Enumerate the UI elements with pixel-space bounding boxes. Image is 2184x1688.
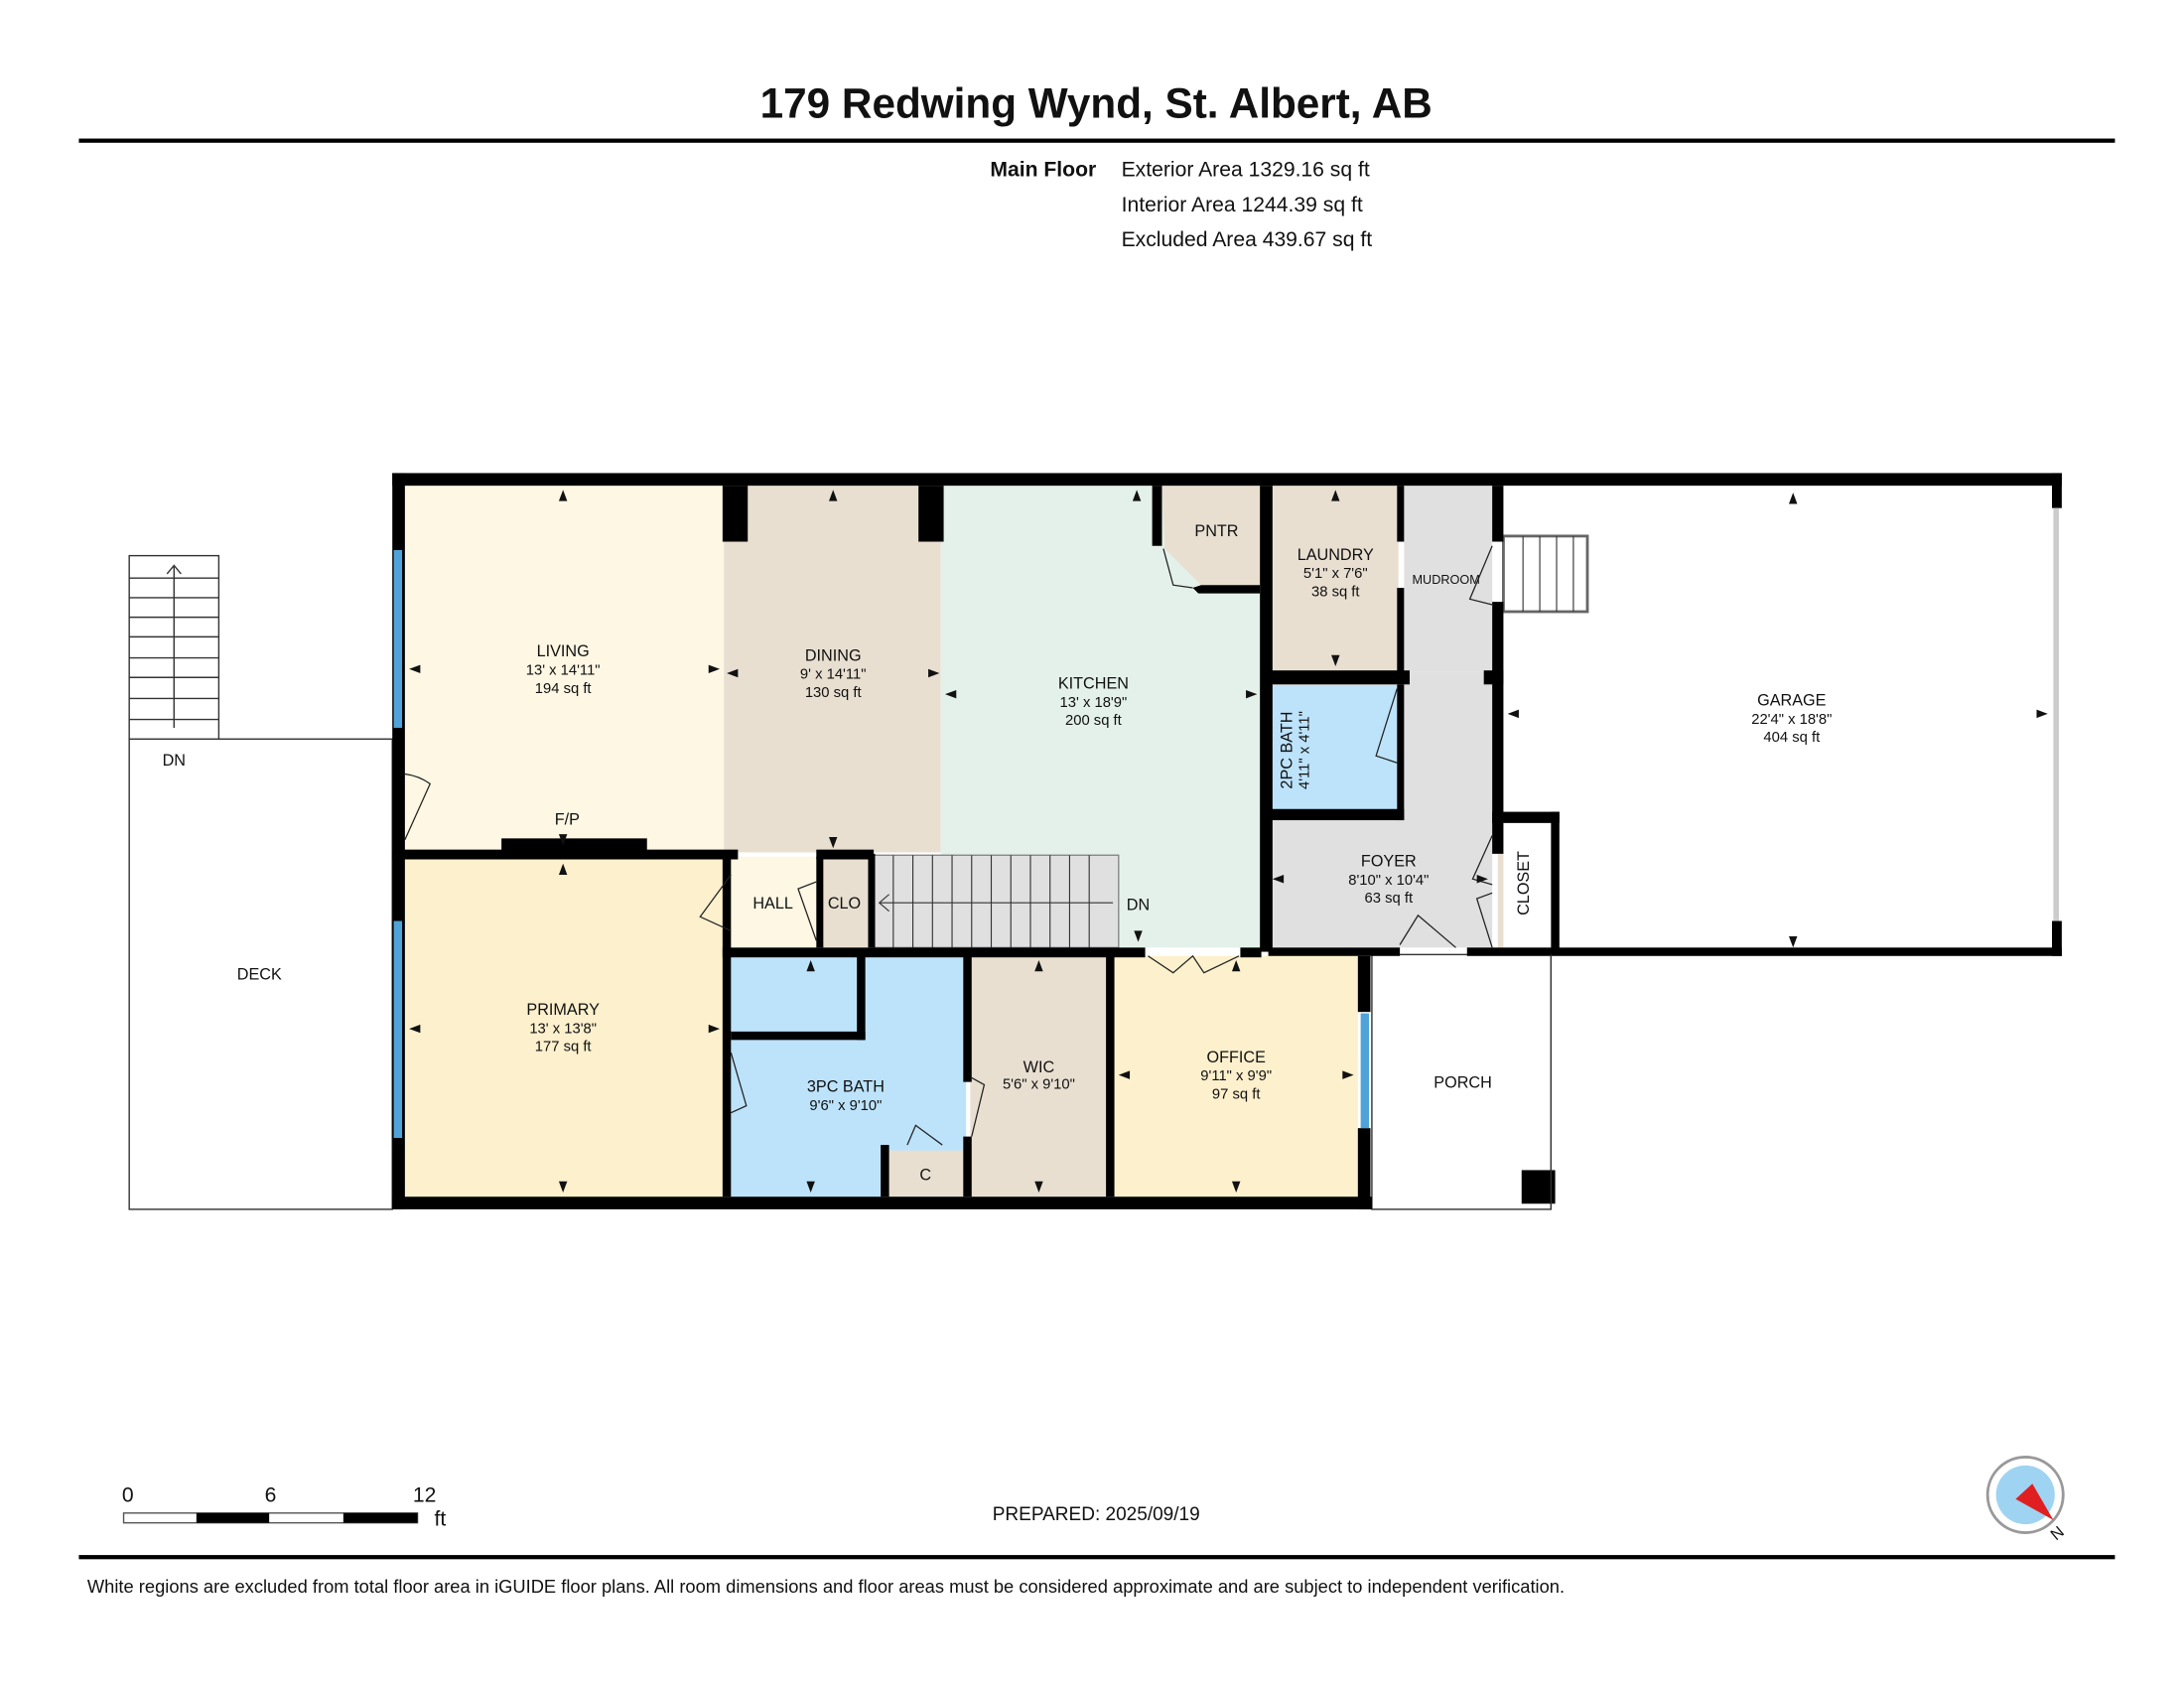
main-stairs bbox=[873, 854, 1120, 949]
scale-bar: 0 6 12 ft bbox=[122, 1484, 446, 1531]
room-area: 194 sq ft bbox=[535, 681, 592, 697]
room-name: OFFICE bbox=[1206, 1049, 1266, 1066]
primary-bedroom bbox=[404, 859, 725, 1197]
room-name: CLO bbox=[828, 895, 861, 913]
room-name: PORCH bbox=[1433, 1073, 1492, 1091]
deck-stairs-down-label: DN bbox=[163, 752, 186, 770]
laundry bbox=[1272, 486, 1399, 672]
mudroom bbox=[1404, 486, 1493, 672]
scale-unit: ft bbox=[434, 1507, 446, 1530]
walk-in-closet bbox=[970, 955, 1107, 1197]
room-name: 3PC BATH bbox=[807, 1078, 885, 1096]
compass-north-label: N bbox=[2047, 1523, 2068, 1544]
living-room bbox=[404, 486, 725, 853]
room-dims: 13' x 14'11" bbox=[526, 662, 601, 678]
footer-rule bbox=[78, 1555, 2116, 1560]
dimension-arrows bbox=[409, 490, 2048, 1193]
door-2pc-bath bbox=[1375, 688, 1398, 764]
room-area: 130 sq ft bbox=[805, 685, 862, 701]
room-name: PNTR bbox=[1194, 522, 1238, 540]
walls bbox=[392, 473, 2062, 1209]
room-name: FOYER bbox=[1361, 853, 1417, 871]
room-area: 177 sq ft bbox=[535, 1040, 592, 1055]
room-dims: 13' x 13'8" bbox=[529, 1021, 597, 1037]
room-dims: 22'4" x 18'8" bbox=[1751, 712, 1832, 728]
fireplace-label: F/P bbox=[555, 810, 580, 828]
porch bbox=[1371, 953, 1553, 1210]
room-labels: LIVING 13' x 14'11" 194 sq ft DINING 9' … bbox=[163, 522, 1833, 1184]
room-name: MUDROOM bbox=[1412, 573, 1479, 587]
2pc-bath bbox=[1272, 685, 1398, 812]
bath-closet bbox=[887, 1150, 967, 1197]
window-living bbox=[393, 549, 403, 729]
room-dims: 13' x 18'9" bbox=[1060, 695, 1128, 711]
scale-tick: 0 bbox=[122, 1484, 134, 1507]
header-rule bbox=[78, 138, 2116, 143]
window-primary bbox=[393, 920, 403, 1139]
room-dims: 5'1" x 7'6" bbox=[1303, 566, 1368, 582]
page-title: 179 Redwing Wynd, St. Albert, AB bbox=[760, 79, 1433, 126]
pantry bbox=[1161, 486, 1261, 589]
room-name: LIVING bbox=[537, 642, 590, 660]
compass-icon: N bbox=[1985, 1456, 2068, 1544]
hall-closet bbox=[823, 856, 869, 948]
room-dims: 5'6" x 9'10" bbox=[1003, 1077, 1075, 1093]
door-bath-closet bbox=[906, 1124, 943, 1146]
deck bbox=[128, 554, 393, 1210]
stairs-down-label: DN bbox=[1127, 896, 1150, 914]
floor-label: Main Floor bbox=[990, 159, 1096, 182]
hall bbox=[731, 856, 817, 948]
footnote: White regions are excluded from total fl… bbox=[87, 1576, 1565, 1597]
room-name: KITCHEN bbox=[1058, 675, 1129, 693]
room-dims: 9' x 14'11" bbox=[800, 667, 867, 683]
interior-area: Interior Area 1244.39 sq ft bbox=[1122, 194, 1363, 216]
room-area: 200 sq ft bbox=[1065, 713, 1122, 729]
room-area: 97 sq ft bbox=[1212, 1087, 1261, 1103]
room-name: 2PC BATH bbox=[1279, 712, 1297, 789]
garage-stairs bbox=[1502, 534, 1589, 614]
room-name: PRIMARY bbox=[526, 1001, 600, 1019]
door-pantry bbox=[1162, 548, 1193, 589]
room-dims: 9'6" x 9'10" bbox=[809, 1098, 882, 1114]
door-primary bbox=[699, 874, 732, 931]
room-name: HALL bbox=[752, 895, 793, 913]
doors bbox=[404, 545, 1552, 1209]
dining-room bbox=[724, 486, 941, 853]
garage bbox=[1503, 473, 2061, 955]
room-name: WIC bbox=[1024, 1058, 1055, 1076]
door-3pc-bath bbox=[730, 1052, 748, 1114]
door-deck bbox=[404, 773, 432, 841]
room-name: CLOSET bbox=[1515, 851, 1533, 915]
prepared-date: PREPARED: 2025/09/19 bbox=[993, 1504, 1200, 1525]
exterior-area: Exterior Area 1329.16 sq ft bbox=[1122, 159, 1370, 182]
room-name: LAUNDRY bbox=[1297, 546, 1374, 564]
room-dims: 9'11" x 9'9" bbox=[1200, 1068, 1272, 1084]
door-mudroom bbox=[1468, 545, 1493, 606]
scale-tick: 12 bbox=[413, 1484, 437, 1507]
door-front bbox=[1399, 914, 1456, 948]
room-dims: 8'10" x 10'4" bbox=[1348, 873, 1429, 889]
room-name: C bbox=[919, 1166, 931, 1184]
room-area: 38 sq ft bbox=[1311, 584, 1360, 600]
room-name: DECK bbox=[237, 966, 282, 984]
door-wic bbox=[971, 1076, 986, 1137]
room-name: GARAGE bbox=[1757, 691, 1827, 709]
room-area: 404 sq ft bbox=[1763, 730, 1820, 746]
window-office bbox=[1360, 1013, 1370, 1129]
room-area: 63 sq ft bbox=[1365, 891, 1414, 907]
windows bbox=[393, 549, 1370, 1139]
room-dims: 4'11" x 4'11" bbox=[1297, 711, 1312, 789]
office bbox=[1114, 955, 1358, 1197]
door-foyer-closet bbox=[1471, 835, 1493, 948]
room-name: DINING bbox=[805, 646, 862, 664]
door-office bbox=[1148, 954, 1240, 974]
door-clo bbox=[797, 881, 817, 941]
excluded-area: Excluded Area 439.67 sq ft bbox=[1122, 228, 1373, 251]
scale-tick: 6 bbox=[265, 1484, 277, 1507]
